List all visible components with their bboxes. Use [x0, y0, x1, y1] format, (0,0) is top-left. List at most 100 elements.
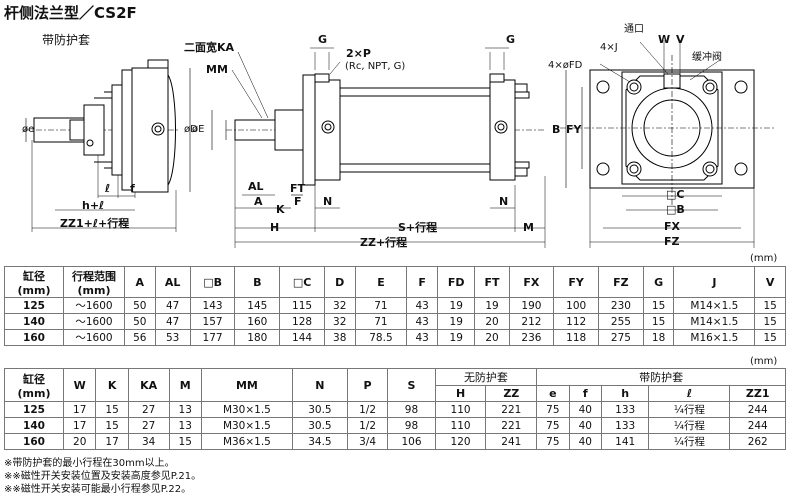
dim-ell: ℓ	[105, 182, 111, 195]
technical-drawing	[24, 40, 775, 248]
table-cell: 262	[729, 433, 786, 450]
table-cell: 112	[553, 313, 600, 330]
table-cell: 19	[436, 297, 476, 314]
col-header: 缸径(mm)	[4, 266, 64, 298]
table-cell: 143	[189, 297, 236, 314]
table-cell: 15	[754, 297, 786, 314]
col-header: FT	[474, 266, 510, 298]
table-header-row: 缸径(mm) W K KA M MM N P S 无防护套 带防护套	[4, 368, 786, 402]
dim-G-left: G	[318, 33, 328, 46]
table-cell: 15	[754, 329, 786, 346]
table-cell: 144	[279, 329, 325, 346]
dim-H: H	[270, 221, 280, 234]
table-cell: 75	[536, 433, 570, 450]
bore-cell: 160	[4, 433, 64, 450]
table-cell: 100	[553, 297, 600, 314]
bore-cell: 140	[4, 313, 64, 330]
table-cell: 27	[127, 417, 170, 434]
table-subheader-row: H ZZ e f h ℓ ZZ1	[5, 385, 786, 402]
table-cell: 20	[474, 329, 510, 346]
table-cell: 32	[323, 297, 356, 314]
col-header: B	[234, 266, 281, 298]
table-cell: 157	[189, 313, 236, 330]
col-header: ℓ	[648, 385, 731, 402]
col-header: J	[673, 266, 756, 298]
table-cell: 17	[62, 417, 97, 434]
table-cell: 20	[62, 433, 97, 450]
table-cell: 43	[406, 329, 438, 346]
table-cell: 50	[124, 313, 156, 330]
dim-A: A	[254, 195, 263, 208]
col-header: AL	[154, 266, 191, 298]
table-cell: 221	[485, 417, 538, 434]
table-cell: 221	[485, 401, 538, 418]
col-header: A	[124, 266, 156, 298]
table-cell: 17	[95, 433, 129, 450]
dim-P: 2×P	[346, 47, 371, 60]
col-header: FD	[436, 266, 476, 298]
dim-G-right: G	[506, 33, 516, 46]
dim-f: f	[130, 182, 135, 195]
unit-label-1: (mm)	[750, 253, 778, 264]
table-cell: 53	[154, 329, 191, 346]
table-cell: 47	[154, 313, 191, 330]
col-header: □B	[189, 266, 236, 298]
table-cell: 15	[642, 313, 675, 330]
table-cell: ¼行程	[648, 433, 731, 450]
dim-M: M	[523, 221, 534, 234]
col-header: S	[387, 368, 436, 402]
table-cell: 120	[434, 433, 487, 450]
table-cell: 244	[729, 401, 786, 418]
dim-B: B	[552, 123, 561, 136]
table-cell: 19	[436, 313, 476, 330]
label-cushion-valve: 缓冲阀	[692, 52, 722, 63]
table-cell: 180	[234, 329, 281, 346]
table-cell: 40	[568, 433, 602, 450]
table-cell: 27	[127, 401, 170, 418]
table-cell: ¼行程	[648, 401, 731, 418]
table-cell: 38	[323, 329, 356, 346]
table-cell: 141	[600, 433, 650, 450]
table-cell: 15	[95, 417, 129, 434]
col-header: K	[95, 368, 129, 402]
table-cell: 43	[406, 313, 438, 330]
table-cell: 19	[436, 329, 476, 346]
table-cell: 13	[168, 417, 202, 434]
table-cell: 3/4	[346, 433, 389, 450]
table-cell: 34.5	[291, 433, 348, 450]
table-cell: 32	[323, 313, 356, 330]
dim-N-right: N	[499, 195, 509, 208]
table-cell: M14×1.5	[673, 313, 756, 330]
label-port: 通口	[624, 24, 644, 35]
table-cell: 40	[568, 401, 602, 418]
col-header: V	[754, 266, 786, 298]
table-cell: M14×1.5	[673, 297, 756, 314]
table-cell: 145	[234, 297, 281, 314]
table-cell: 177	[189, 329, 236, 346]
col-header: M	[168, 368, 202, 402]
footnote: ※※磁性开关安装可能最小行程参见P.22。	[4, 484, 192, 495]
dim-F: F	[294, 195, 302, 208]
table-cell: 190	[508, 297, 555, 314]
dim-FY: FY	[566, 123, 582, 136]
table-cell: 30.5	[291, 417, 348, 434]
table-header-row: 缸径(mm) 行程范围(mm) A AL □B B □C D E F FD FT…	[4, 266, 786, 298]
dim-K: K	[276, 203, 285, 216]
table-cell: 78.5	[354, 329, 408, 346]
col-header: h	[600, 385, 650, 402]
table-cell: 19	[474, 297, 510, 314]
col-header: KA	[127, 368, 170, 402]
table-cell: 56	[124, 329, 156, 346]
table-cell: M16×1.5	[673, 329, 756, 346]
table-cell: 40	[568, 417, 602, 434]
table-cell: 236	[508, 329, 555, 346]
col-header: □C	[279, 266, 325, 298]
dim-Bsq: □B	[666, 203, 685, 216]
dim-P-threads: (Rc, NPT, G)	[345, 61, 406, 72]
col-header: D	[323, 266, 356, 298]
col-header: FZ	[598, 266, 644, 298]
unit-label-2: (mm)	[750, 356, 778, 367]
dim-C: □C	[666, 188, 685, 201]
table-cell: 133	[600, 401, 650, 418]
